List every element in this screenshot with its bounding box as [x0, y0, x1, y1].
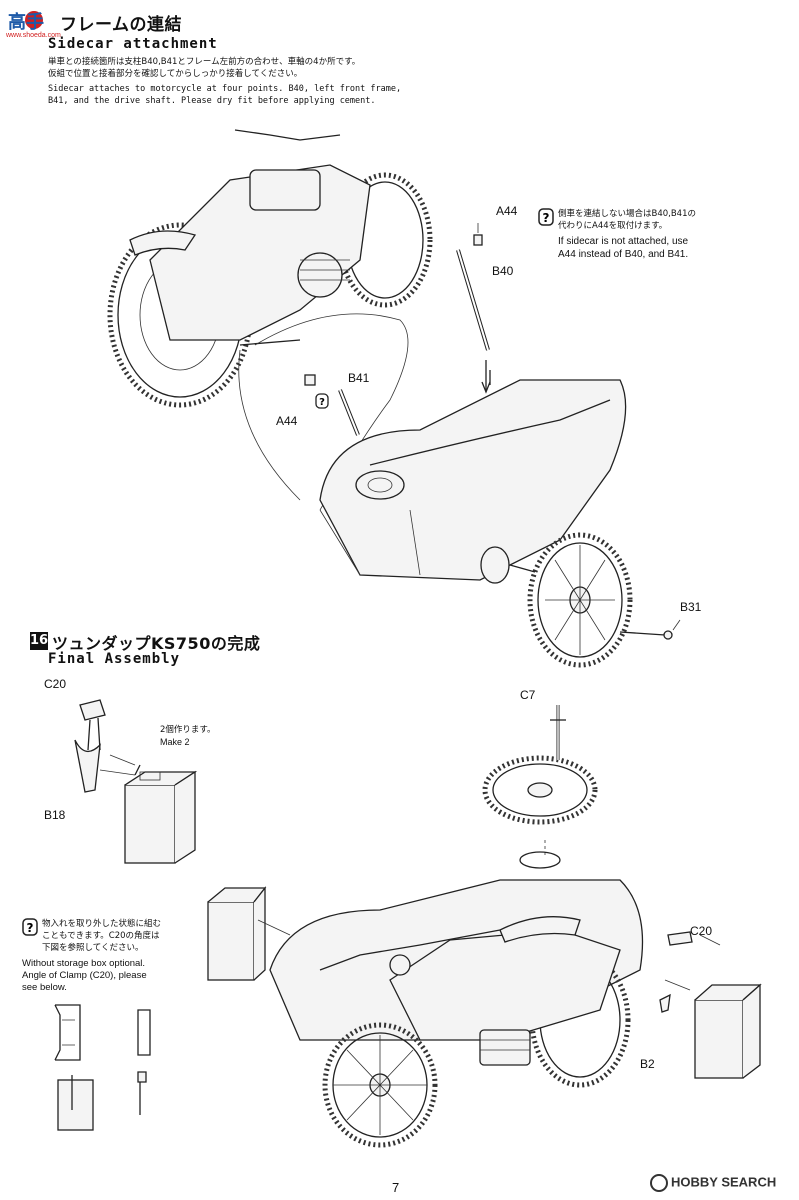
step16-make2-en: Make 2 [160, 737, 190, 747]
svg-text:?: ? [319, 397, 325, 408]
watermark-icon [650, 1174, 668, 1192]
step15-desc-en-1: Sidecar attaches to motorcycle at four p… [48, 84, 402, 94]
label-b40: B40 [492, 264, 514, 278]
part-b41 [304, 374, 360, 436]
assembled-motorcycle [389, 916, 621, 1066]
sidecar-hub [480, 546, 510, 584]
part-b2 [659, 993, 671, 1013]
caution-icon: ? [538, 208, 554, 230]
part-b31 [619, 619, 681, 640]
sidecar-attachment-diagram [107, 129, 681, 668]
svg-text:?: ? [543, 211, 550, 225]
svg-text:?: ? [27, 921, 34, 935]
step16-title-jp: ツュンダップKS750の完成 [52, 634, 261, 653]
watermark-text: HOBBY SEARCH [671, 1174, 777, 1190]
step16-title-en: Final Assembly [48, 651, 181, 667]
step16-note-en-2: Angle of Clamp (C20), please [22, 970, 147, 981]
part-b40 [456, 249, 491, 394]
label-a44-left: A44 [276, 414, 298, 428]
part-c20-right [667, 931, 693, 946]
right-storage-box [664, 979, 762, 1079]
logo-subtext: www.shoeda.com [6, 32, 61, 39]
caution-icon-storage: ? [22, 918, 38, 940]
label-a44-top: A44 [496, 204, 518, 218]
label-c20-right: C20 [690, 924, 713, 938]
step15-note-jp-2: 代わりにA44を取付けます。 [558, 221, 668, 231]
step16-note-en-3: see below. [22, 982, 67, 993]
left-storage-box [207, 886, 267, 981]
label-b41: B41 [348, 371, 370, 385]
sidecar-wheel [527, 532, 633, 668]
sidecar-body [319, 379, 627, 581]
watermark: HOBBY SEARCH [650, 1174, 776, 1192]
logo-emblem: 高手 [8, 11, 44, 33]
step15-note-en-2: A44 instead of B40, and B41. [558, 249, 689, 260]
step16-note-jp-3: 下図を参照してください。 [42, 943, 144, 953]
storage-box-subassembly [74, 699, 198, 864]
site-logo: 高手 www.shoeda.com [4, 4, 74, 44]
part-c7 [544, 705, 566, 855]
step15-desc-jp-1: 単車との接続箇所は支柱B40,B41とフレーム左前方の合わせ、車軸の4か所です。 [48, 57, 361, 67]
step15-note-en-1: If sidecar is not attached, use [558, 236, 689, 247]
label-b18: B18 [44, 808, 66, 822]
step16-note-en-1: Without storage box optional. [22, 958, 146, 969]
step15-desc-en-2: B41, and the drive shaft. Please dry fit… [48, 96, 376, 106]
label-b2: B2 [640, 1057, 655, 1071]
assembled-front-wheel [322, 1022, 438, 1148]
step15-title-en: Sidecar attachment [48, 36, 218, 52]
motorcycle-body [129, 129, 371, 346]
step16-make2-jp: 2個作ります。 [160, 725, 216, 735]
caution-icon-b41: ? [315, 393, 329, 413]
clamp-angle-details [54, 1004, 151, 1131]
step15-desc-jp-2: 仮組で位置と接着部分を確認してからしっかり接着してください。 [48, 69, 303, 79]
label-c7: C7 [520, 688, 536, 702]
step16-note-jp-2: こともできます。C20の角度は [42, 931, 160, 941]
logo-text: 高手 [8, 11, 44, 33]
part-a44-top [473, 234, 483, 246]
step15-title-jp: フレームの連結 [60, 15, 182, 35]
step16-note-jp-1: 物入れを取り外した状態に組む [42, 919, 162, 929]
final-assembly-diagram [54, 699, 762, 1148]
step15-note-jp-1: 側車を連結しない場合はB40,B41の [558, 209, 696, 219]
spare-wheel [482, 755, 598, 825]
page-number: 7 [392, 1180, 400, 1195]
label-c20-left: C20 [44, 677, 67, 691]
label-b31: B31 [680, 600, 702, 614]
step16-number: 16 [30, 632, 49, 650]
